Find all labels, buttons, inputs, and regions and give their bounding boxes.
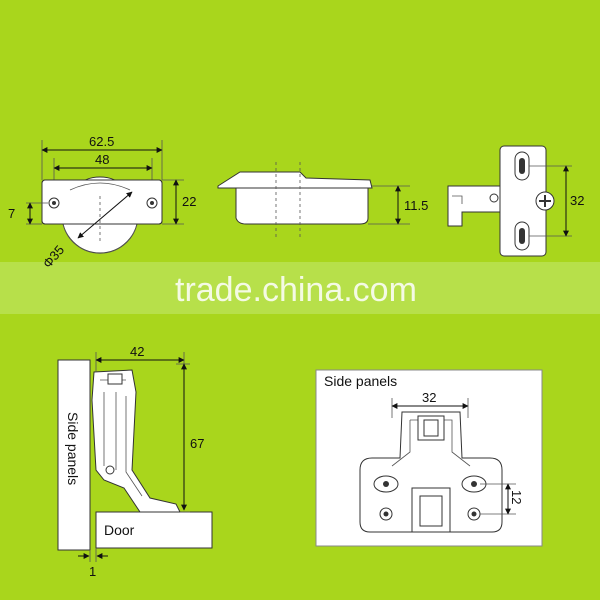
- side-panel: [57, 359, 91, 551]
- dim-22: 22: [182, 194, 196, 209]
- dim-12: 12: [509, 490, 524, 504]
- dim-48: 48: [95, 152, 109, 167]
- mount-view: Side panels Door 42 67 1: [57, 344, 213, 579]
- watermark-band: [0, 262, 600, 314]
- dim-67: 67: [190, 436, 204, 451]
- dim-7: 7: [8, 206, 15, 221]
- plate-arm-hole: [489, 193, 499, 203]
- base-plate: [359, 411, 503, 533]
- plate-view: 32: [447, 145, 584, 257]
- dim-1: 1: [89, 564, 96, 579]
- door-panel: [95, 511, 213, 549]
- side-view: 11.5: [217, 162, 428, 240]
- base-view: Side panels 32 12: [315, 369, 543, 547]
- dim-62-5: 62.5: [89, 134, 114, 149]
- dim-32-bottom: 32: [422, 390, 436, 405]
- watermark-text: trade.china.com: [175, 271, 417, 309]
- side-panel-label: Side panels: [65, 412, 81, 485]
- dim-11-5: 11.5: [404, 198, 428, 213]
- base-panel-label: Side panels: [324, 373, 397, 389]
- door-label: Door: [104, 522, 135, 538]
- dim-32-top: 32: [570, 193, 584, 208]
- dim-line-diameter: [77, 191, 133, 239]
- cup-view: 62.5 48 Φ35 22 7: [8, 134, 196, 271]
- dim-42: 42: [130, 344, 144, 359]
- side-cup: [235, 187, 369, 225]
